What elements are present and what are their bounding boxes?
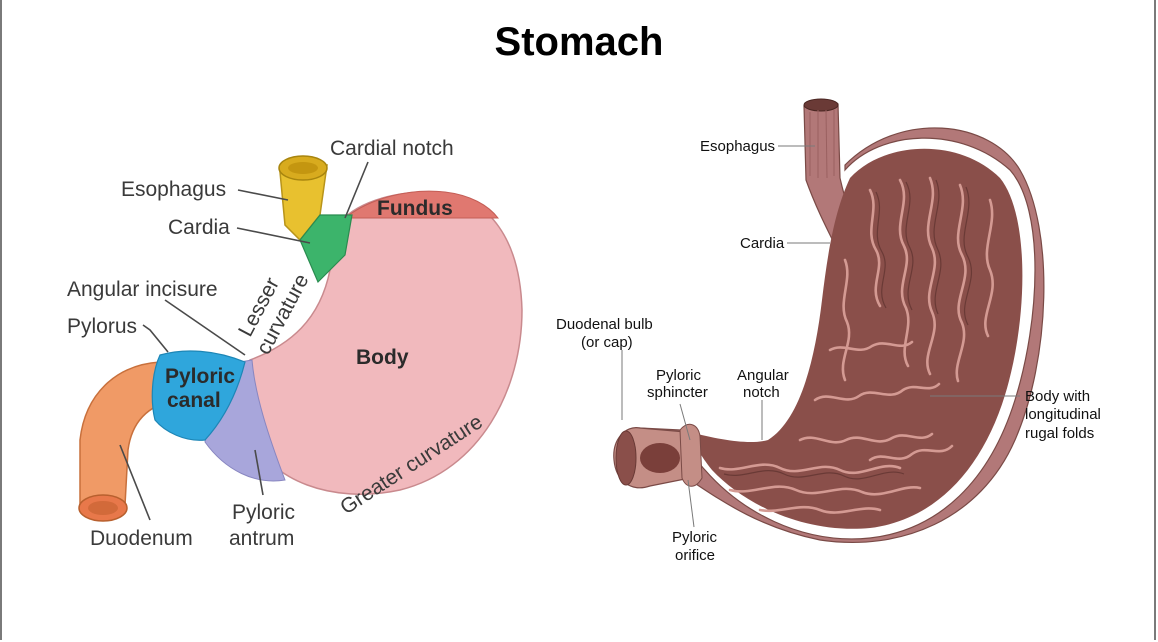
rugal-fold-shadows (723, 179, 973, 480)
leader-pyloric-sphincter (679, 403, 691, 441)
cardia-region (299, 214, 353, 284)
fundus-region (343, 190, 500, 219)
pyloric-canal-region (151, 350, 246, 441)
leader-angular-incisure (164, 299, 246, 356)
label-esophagus: Esophagus (121, 178, 226, 201)
label-body-rugal-3: rugal folds (1025, 425, 1094, 442)
stomach-interior (690, 148, 1023, 529)
leader-cardia (236, 227, 311, 244)
leader-esophagus (237, 189, 289, 201)
label-pyloric-antrum-1: Pyloric (232, 501, 295, 524)
label-pyloric-orifice-1: Pyloric (672, 529, 718, 546)
leader-cardial-notch (344, 161, 369, 219)
label-body-rugal-1: Body with (1025, 388, 1090, 405)
esophagus-top (803, 98, 839, 112)
label-pyloric-orifice-2: orifice (675, 547, 715, 564)
rugal-folds (718, 176, 994, 514)
label-duodenum: Duodenum (90, 527, 193, 550)
esophagus-lumen (288, 162, 318, 174)
duodenal-bulb-opening (615, 430, 637, 486)
esophagus-striations (809, 109, 835, 179)
duodenum-lumen (88, 501, 118, 515)
duodenal-lumen (640, 443, 680, 473)
label-angular-incisure: Angular incisure (67, 278, 218, 301)
label-angular-notch-1: Angular (737, 367, 789, 384)
label-body: Body (356, 346, 409, 369)
label-pyloric-sphincter-2: sphincter (647, 384, 708, 401)
label-pyloric-canal-1: Pyloric (165, 365, 235, 388)
right-stomach-diagram: Esophagus Cardia Duodenal bulb (or cap) … (556, 98, 1101, 564)
page-title: Stomach (494, 20, 664, 64)
label-esophagus-right: Esophagus (700, 138, 775, 155)
label-duodenal-bulb-2: (or cap) (581, 334, 633, 351)
label-cardial-notch: Cardial notch (330, 137, 454, 160)
leader-duodenum (119, 444, 151, 521)
label-duodenal-bulb-1: Duodenal bulb (556, 316, 653, 333)
label-pyloric-antrum-2: antrum (229, 527, 294, 550)
leader-pyloric-orifice (687, 479, 695, 528)
label-cardia: Cardia (168, 216, 230, 239)
left-stomach-diagram: Cardial notch Esophagus Fundus Cardia An… (67, 137, 523, 550)
label-cardia-right: Cardia (740, 235, 785, 252)
label-body-rugal-2: longitudinal (1025, 406, 1101, 423)
label-fundus: Fundus (377, 197, 453, 220)
stomach-body-region (249, 191, 523, 495)
leader-pylorus (142, 324, 169, 353)
leader-pyloric-antrum (254, 449, 264, 496)
label-pyloric-sphincter-1: Pyloric (656, 367, 702, 384)
pyloric-sphincter (679, 423, 703, 487)
label-pyloric-canal-2: canal (167, 389, 221, 412)
label-pylorus: Pylorus (67, 315, 137, 338)
label-angular-notch-2: notch (743, 384, 780, 401)
